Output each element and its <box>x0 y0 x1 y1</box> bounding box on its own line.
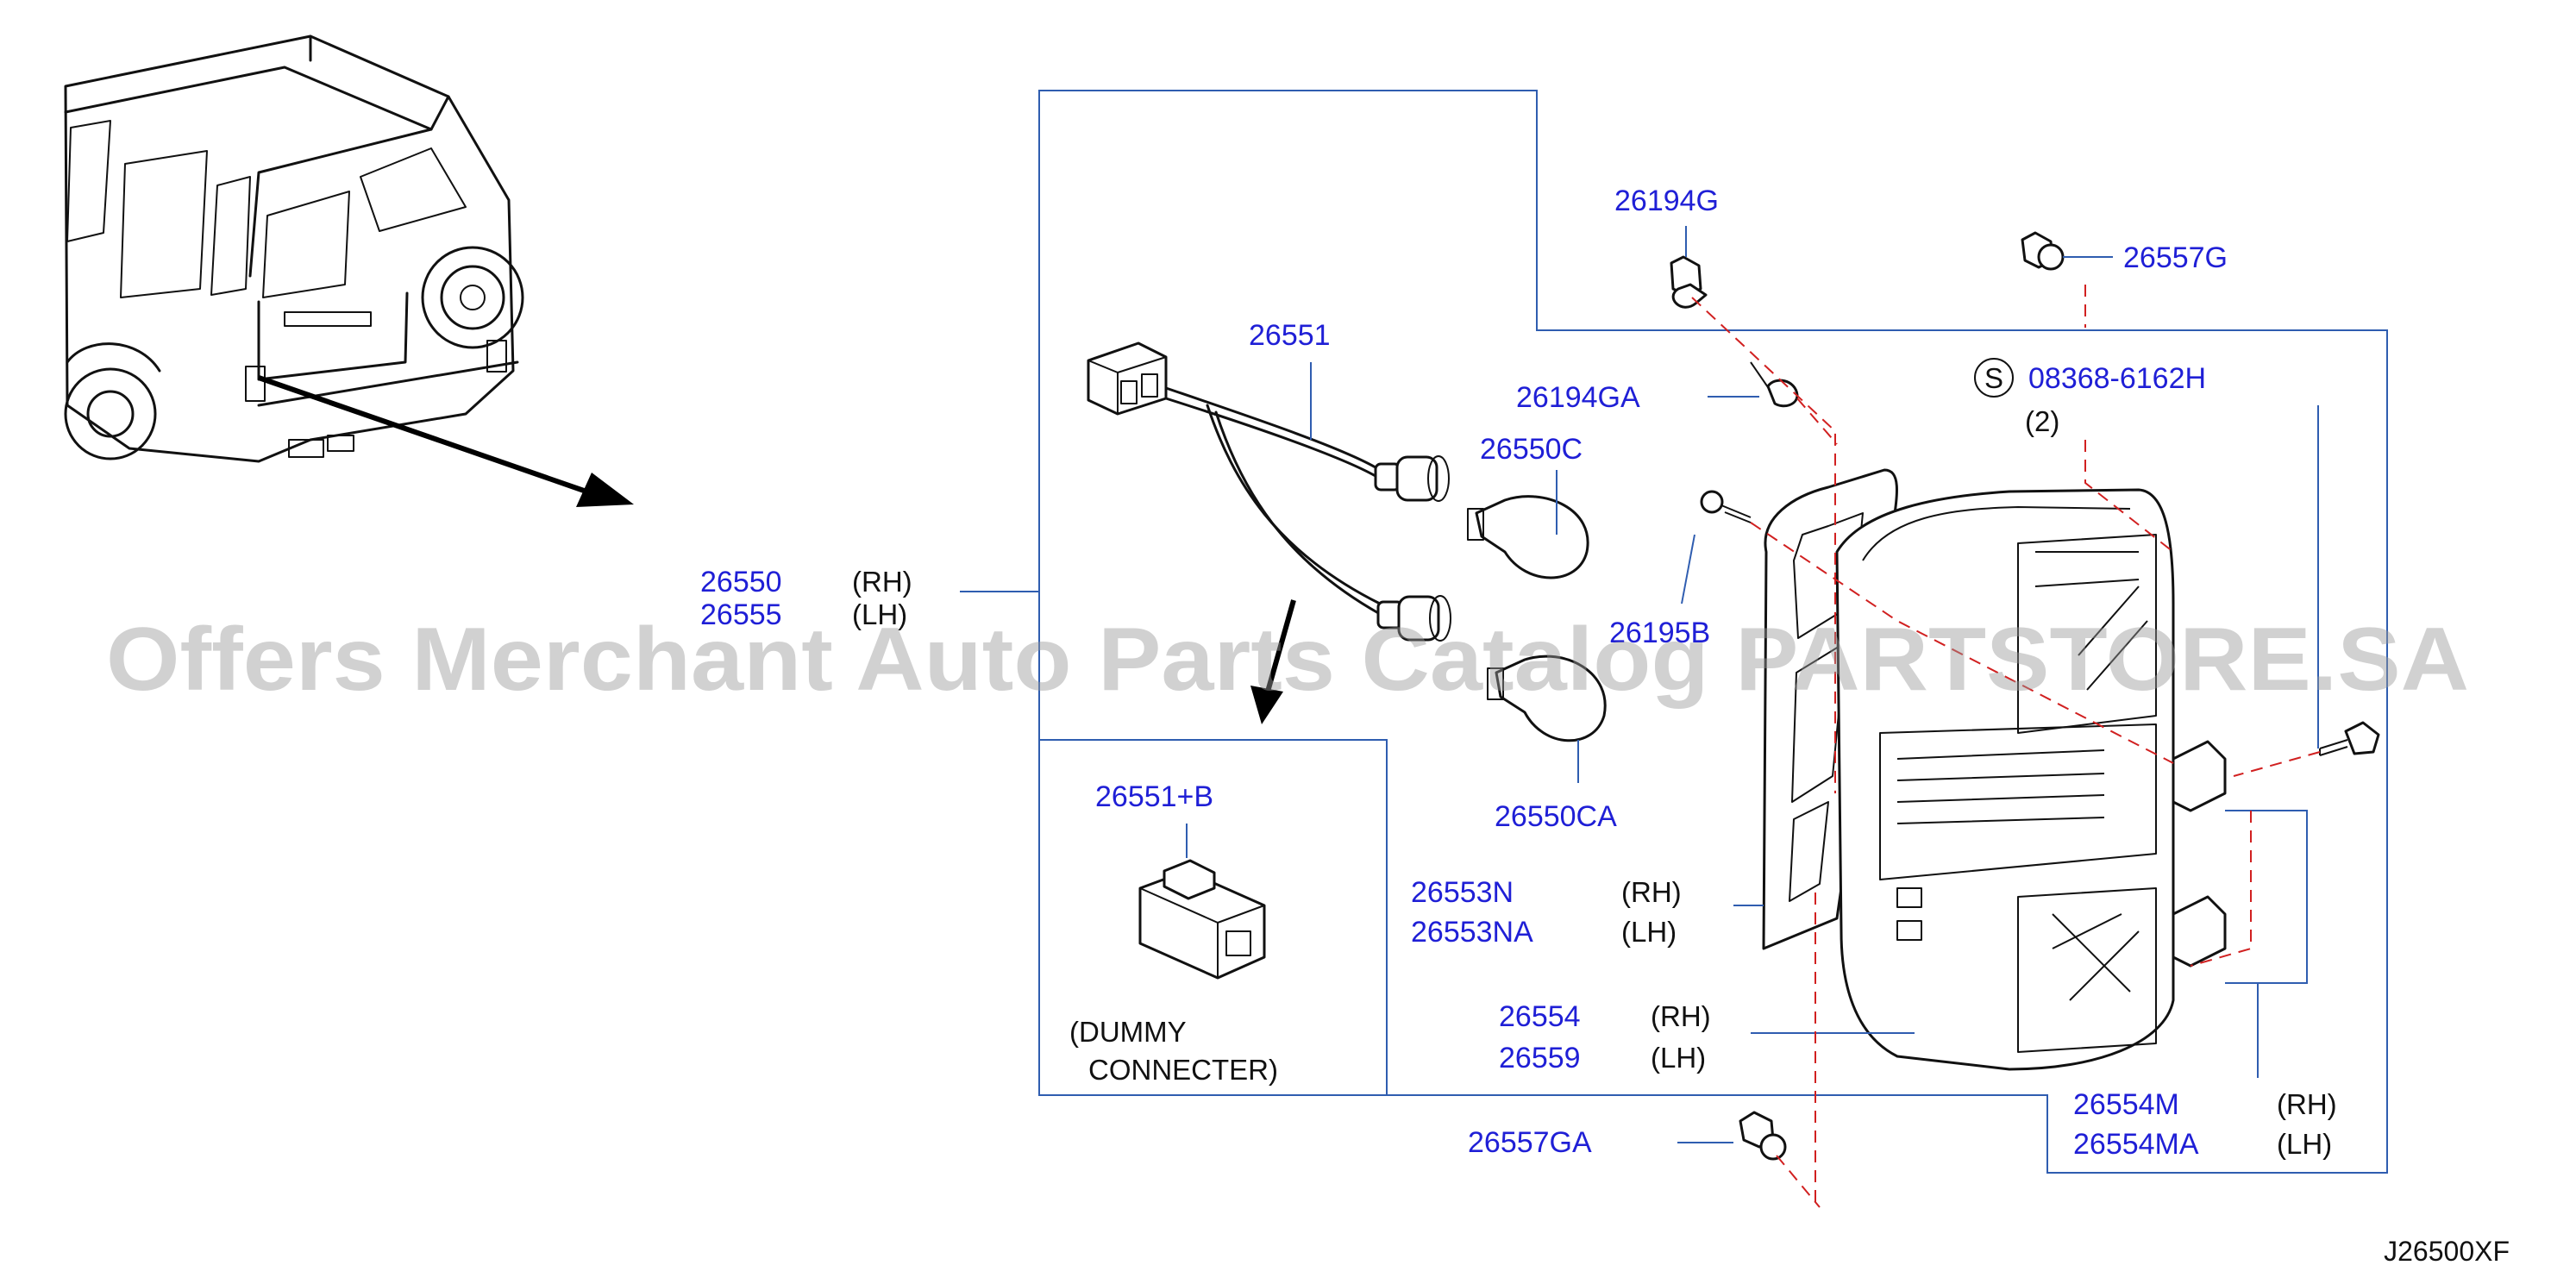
label-26550: 26550 <box>700 566 782 598</box>
label-26194GA: 26194GA <box>1516 381 1640 414</box>
label-26554M: 26554M <box>2073 1088 2179 1121</box>
label-26553NA: 26553NA <box>1411 916 1533 949</box>
label-08368-6162H: 08368-6162H <box>2028 362 2206 395</box>
diagram-frames <box>960 90 2388 1174</box>
label-26557G: 26557G <box>2123 241 2228 274</box>
dummy-connector-drawing <box>1138 824 1266 980</box>
label-26550CA: 26550CA <box>1495 800 1617 833</box>
label-26550-side: (RH) <box>852 566 912 598</box>
harness-assembly <box>1087 341 1607 783</box>
label-26555: 26555 <box>700 598 782 631</box>
label-26554-side: (RH) <box>1651 1000 1711 1032</box>
figure-code: J26500XF <box>2384 1236 2510 1267</box>
label-26554MA: 26554MA <box>2073 1128 2199 1161</box>
label-26195B: 26195B <box>1609 617 1710 649</box>
label-26551B: 26551+B <box>1095 780 1213 813</box>
assembly-lines <box>1691 285 2321 1208</box>
label-26551: 26551 <box>1249 319 1331 352</box>
label-26553N: 26553N <box>1411 876 1514 909</box>
screw-quantity: (2) <box>2025 405 2059 437</box>
label-26554M-side: (RH) <box>2277 1088 2337 1120</box>
label-26559: 26559 <box>1499 1042 1581 1074</box>
label-26194G: 26194G <box>1614 185 1719 217</box>
screw-symbol: S <box>1984 362 2003 394</box>
label-26554: 26554 <box>1499 1000 1581 1033</box>
screw-symbol-circle <box>1974 358 2014 398</box>
label-26553NA-side: (LH) <box>1621 916 1677 948</box>
label-26557GA: 26557GA <box>1468 1126 1592 1159</box>
label-26550C: 26550C <box>1480 433 1583 466</box>
dummy-note-line2: CONNECTER) <box>1088 1054 1278 1086</box>
vehicle-illustration <box>64 34 634 507</box>
watermark-text: Offers Merchant Auto Parts Catalog PARTS… <box>106 610 2469 710</box>
part-labels: 26550 (RH) 26555 (LH) 26551 26550C 26195… <box>700 185 2510 1267</box>
label-26559-side: (LH) <box>1651 1042 1706 1074</box>
label-26554MA-side: (LH) <box>2277 1128 2332 1160</box>
label-26553N-side: (RH) <box>1621 876 1682 908</box>
lamp-assembly-drawing <box>1733 405 2319 1078</box>
dummy-note-line1: (DUMMY <box>1069 1016 1187 1048</box>
label-26555-side: (LH) <box>852 598 907 630</box>
fasteners <box>1670 226 2380 1161</box>
